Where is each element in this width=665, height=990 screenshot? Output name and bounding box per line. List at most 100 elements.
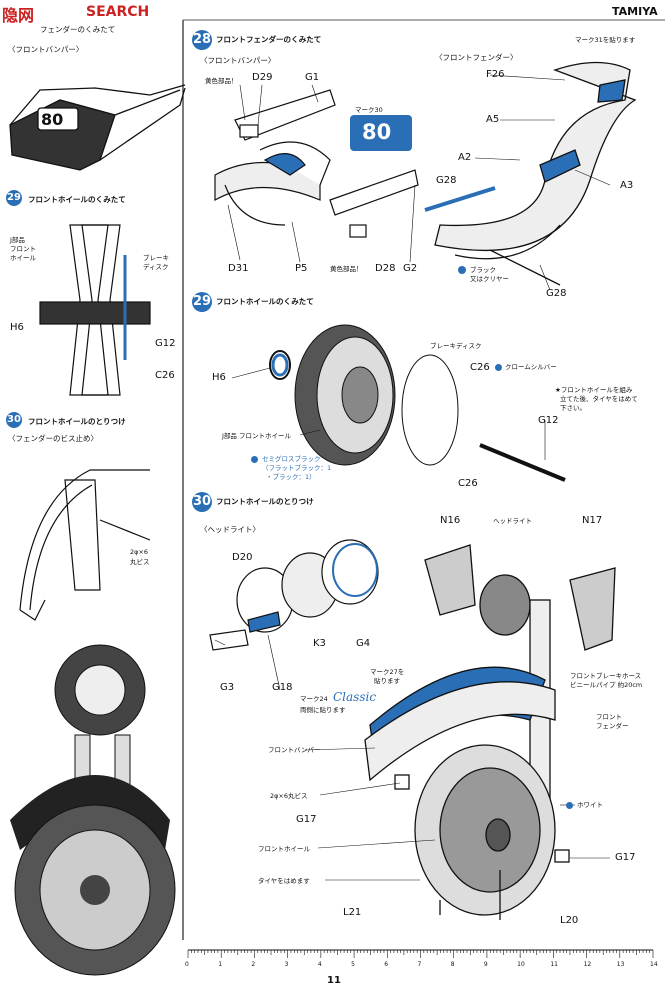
paint-dot-black [458, 266, 466, 274]
step30-mark27-1: マーク27を [370, 668, 405, 676]
step28-d28: D28 [375, 263, 396, 274]
step28-g28a: G28 [436, 175, 457, 186]
bumper-number: 80 [41, 110, 64, 129]
step30-fender-2: フェンダー [596, 722, 629, 730]
page-number: 11 [327, 975, 341, 986]
left-h6: H6 [10, 322, 24, 333]
step30-g18: G18 [272, 682, 293, 693]
step29-semigloss-1: セミグロスブラック [262, 455, 321, 463]
step30-front-wheel: フロントホイール [258, 845, 310, 853]
step29-note-2: 立てた後、タイヤをはめて [560, 395, 638, 403]
ruler [187, 949, 654, 958]
left-top-sub: 〈フロントバンパー〉 [8, 45, 84, 54]
step30-d20: D20 [232, 552, 253, 563]
step30-l21: L21 [343, 907, 362, 918]
step30-k3: K3 [313, 638, 326, 649]
ruler-label: 0 [185, 961, 189, 968]
step28-sub-bumper: 〈フロントバンパー〉 [200, 56, 276, 65]
ruler-label: 7 [417, 961, 422, 968]
step30-brake-hose-2: ビニールパイプ 約20cm [570, 681, 643, 689]
watermark-search: SEARCH [86, 4, 150, 20]
mark30-label: マーク30 [355, 106, 383, 114]
ruler-label: 3 [284, 961, 289, 968]
step29-c26a: C26 [470, 362, 490, 373]
left-step30-badge: 30 [6, 412, 22, 428]
step30-l20: L20 [560, 915, 579, 926]
left-step30-sub: 〈フェンダーのビス止め〉 [8, 434, 98, 443]
step30-n16: N16 [440, 515, 461, 526]
left-step30-title: フロントホイールのとりつけ [28, 417, 126, 426]
step28-a2: A2 [458, 152, 472, 163]
ruler-label: 10 [517, 961, 525, 968]
step28-black1: ブラック [470, 266, 496, 274]
ruler-label: 13 [616, 961, 625, 968]
step28-p5: P5 [295, 263, 308, 274]
left-brake-2: ディスク [143, 263, 169, 271]
left-screw-2: 丸ビス [130, 558, 150, 566]
step30-assembly-art [364, 544, 616, 920]
step29-title: フロントホイールのくみたて [216, 297, 314, 306]
left-step29-badge: 29 [6, 190, 22, 206]
ruler-label: 9 [483, 961, 488, 968]
step28-d31: D31 [228, 263, 249, 274]
ruler-label: 2 [251, 961, 256, 968]
left-jpart-2: フロント [10, 245, 36, 253]
wheel-section [39, 224, 151, 396]
step29-h6: H6 [212, 372, 226, 383]
step30-mark27-2: 貼ります [374, 677, 400, 685]
step28-fender-art [424, 61, 637, 286]
left-jpart-1: J部品 [10, 236, 25, 244]
step28-a3: A3 [620, 180, 634, 191]
tamiya-brand: TAMIYA [612, 5, 658, 18]
step28-badge: 28 [192, 30, 212, 50]
ruler-label: 12 [583, 961, 592, 968]
step28-black2: 又はクリヤー [470, 275, 509, 283]
step29-note-1: ★フロントホイールを組み [555, 386, 633, 394]
ruler-label: 11 [550, 961, 558, 968]
step30-brake-hose-1: フロントブレーキホース [570, 672, 642, 680]
step28-d29: D29 [252, 72, 273, 83]
step29-chrome: クロームシルバー [505, 363, 557, 371]
step30-mark24: マーク24 [300, 695, 328, 703]
step29-c26b: C26 [458, 478, 478, 489]
step28-f26: F26 [486, 69, 505, 80]
step30-n17: N17 [582, 515, 603, 526]
left-c26: C26 [155, 370, 175, 381]
ruler-label: 8 [450, 961, 455, 968]
step30-g4: G4 [356, 638, 371, 649]
left-g12: G12 [155, 338, 176, 349]
ruler-label: 6 [384, 961, 389, 968]
left-top-caption: フェンダーのくみたて [40, 25, 116, 34]
ruler-label: 1 [218, 961, 223, 968]
step28-g28b: G28 [546, 288, 567, 299]
step29-brake-disc: ブレーキディスク [430, 342, 482, 350]
step30-badge: 30 [192, 492, 212, 512]
assembled-wheel-art [10, 644, 176, 976]
step30-white: ホワイト [577, 801, 603, 809]
step29-note-3: 下さい。 [560, 404, 586, 412]
step29-wheel-art [269, 324, 566, 482]
bumper-illustration [9, 84, 186, 171]
leader-lines [214, 74, 611, 881]
step29-badge: 29 [192, 292, 212, 312]
step28-title: フロントフェンダーのくみたて [216, 35, 322, 44]
step30-front-bumper: フロントバンパー [268, 746, 321, 754]
step28-yellow2: 黄色部品！ [330, 265, 363, 273]
step30-headlight-art [209, 539, 379, 651]
left-step29-title: フロントホイールのくみたて [28, 195, 126, 204]
step30-g17a: G17 [296, 814, 317, 825]
step30-title: フロントホイールのとりつけ [216, 497, 314, 506]
step28-yellow1: 黄色部品！ [205, 77, 238, 85]
step28-g2: G2 [403, 263, 418, 274]
step30-both-sides: 両側に貼ります [300, 706, 346, 714]
left-jpart-3: ホイール [10, 254, 36, 262]
ruler-label: 5 [351, 961, 355, 968]
step28-sub-fender: 〈フロントフェンダー〉 [435, 53, 518, 62]
mark80-number: 80 [362, 120, 392, 144]
step28-bumper-art [214, 89, 419, 238]
watermark-logo: 隐网 [2, 6, 35, 25]
ruler-label: 4 [317, 961, 322, 968]
step30-g17b: G17 [615, 852, 636, 863]
step30-tire: タイヤをはめます [258, 877, 310, 885]
